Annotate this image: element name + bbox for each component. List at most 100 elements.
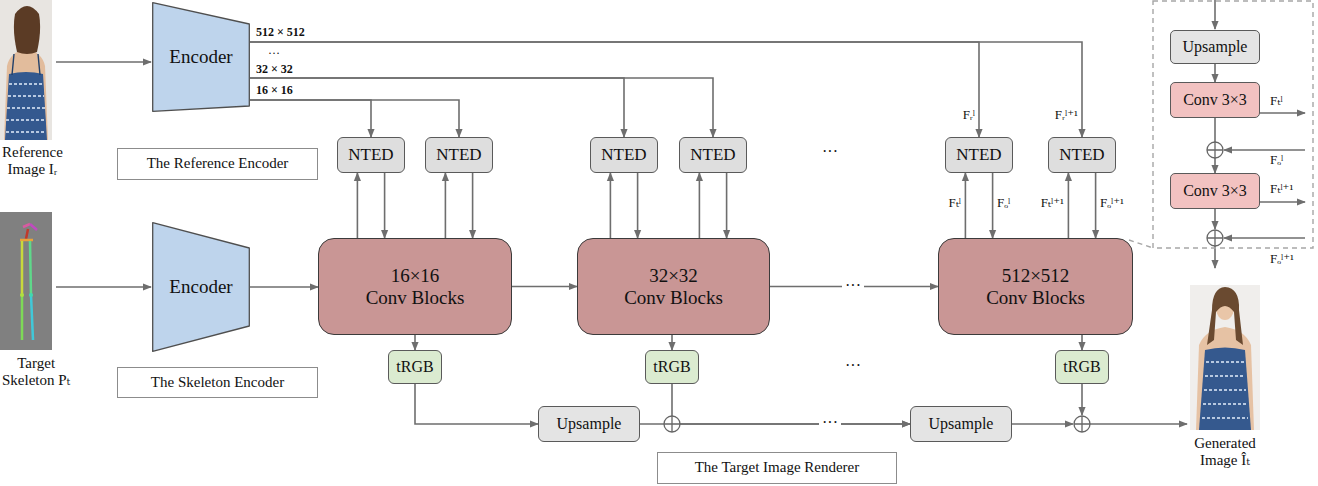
node-text: NTED — [1059, 145, 1104, 165]
connector-arrow — [250, 42, 1082, 137]
inset-output — [1214, 246, 1216, 268]
upsample-box: Upsample — [538, 406, 640, 442]
plus-circle — [664, 416, 680, 432]
conv-block: 32×32 Conv Blocks — [577, 238, 770, 335]
conv-block: 16×16 Conv Blocks — [318, 238, 512, 335]
connector-arrow — [250, 286, 318, 288]
conv-block: 512×512 Conv Blocks — [938, 238, 1133, 335]
skin — [4, 49, 48, 140]
plus-circle — [1207, 142, 1223, 158]
connector-arrow — [512, 286, 577, 288]
node-text: NTED — [348, 145, 393, 165]
connector-arrow — [965, 173, 967, 238]
joint — [20, 293, 24, 297]
node-text: 512×512 Conv Blocks — [986, 265, 1085, 309]
conv-layer-box: Conv 3×3 — [1170, 82, 1260, 118]
text-line: Conv Blocks — [366, 287, 465, 309]
ellipsis: … — [268, 44, 280, 58]
bone — [26, 229, 28, 239]
image-label: Target Skeleton Pₜ — [2, 355, 70, 390]
resolution-label: 32 × 32 — [256, 63, 293, 77]
feature-label: Fᵣˡ⁺¹ — [1055, 108, 1078, 123]
connector-arrow — [699, 173, 701, 238]
node-text: Upsample — [557, 415, 622, 433]
feature-label: Fᵣˡ — [963, 108, 975, 123]
section-caption-box: The Target Image Renderer — [657, 452, 897, 484]
connector-arrow — [250, 42, 979, 137]
input-arrow — [56, 61, 151, 63]
section-caption-box: The Reference Encoder — [117, 148, 318, 180]
feature-label: Fₜˡ — [1270, 94, 1283, 109]
image-label: Reference Image Iᵣ — [2, 144, 63, 179]
ellipsis: ··· — [845, 357, 861, 375]
inset-input — [1214, 0, 1216, 29]
feature-label: Fₒˡ⁺¹ — [1270, 252, 1294, 267]
connector-arrow — [637, 173, 639, 238]
bone — [21, 241, 24, 295]
feature-out — [1260, 112, 1305, 114]
feature-label: Fₒˡ — [997, 196, 1010, 211]
text-line: Skeleton Pₜ — [2, 372, 70, 389]
upsample-box: Upsample — [910, 406, 1012, 442]
text-line: Target — [2, 355, 70, 372]
text-line: 16×16 — [366, 265, 465, 287]
text-line: Image Iᵣ — [2, 161, 63, 178]
connector-arrow — [671, 335, 673, 350]
text-line: Generated — [1194, 435, 1256, 452]
connector-arrow — [1081, 335, 1083, 350]
inset-frame — [1153, 1, 1313, 248]
node-text: NTED — [690, 145, 735, 165]
connector-arrow — [1214, 64, 1216, 82]
upsample-box: Upsample — [1170, 30, 1260, 64]
connector-arrow — [250, 78, 713, 137]
node-text: Encoder — [169, 276, 232, 298]
connector-arrow — [672, 384, 910, 424]
static-wires — [56, 0, 1313, 424]
resolution-label: 16 × 16 — [256, 84, 293, 98]
resolution-label: 512 × 512 — [256, 26, 305, 40]
node-text: The Skeleton Encoder — [151, 374, 284, 391]
output-arrow — [1090, 423, 1187, 425]
connector-arrow — [415, 384, 538, 424]
image-label: Generated Image Îₜ — [1194, 435, 1256, 470]
nted-box: NTED — [1048, 137, 1116, 173]
bone — [20, 239, 33, 242]
connector-arrow — [250, 78, 624, 137]
trgb-box: tRGB — [388, 350, 442, 384]
node-text: NTED — [436, 145, 481, 165]
trapezoid-shape — [153, 3, 250, 112]
connector-arrow — [1068, 173, 1070, 238]
inset-wire — [1214, 209, 1216, 229]
node-text: Upsample — [1183, 38, 1248, 56]
nted-box: NTED — [425, 137, 493, 173]
joint — [29, 293, 33, 297]
bone — [21, 295, 24, 340]
node-text: Encoder — [169, 46, 232, 68]
bone — [23, 224, 30, 227]
text-line: Conv Blocks — [986, 287, 1085, 309]
edge-group — [250, 42, 1215, 424]
blue-top — [5, 72, 47, 140]
ellipsis: ··· — [822, 143, 838, 161]
trapezoid-shape — [153, 223, 250, 352]
connector-arrow — [1095, 173, 1097, 238]
photo-background — [0, 0, 52, 140]
skeleton-image — [0, 212, 52, 350]
encoder-trapezoid: Encoder — [152, 2, 250, 112]
connector-arrow — [250, 100, 459, 137]
blue-top — [1199, 348, 1251, 431]
feature-label: Fₒˡ⁺¹ — [1100, 196, 1124, 211]
node-text: tRGB — [653, 358, 690, 376]
text-line: 512×512 — [986, 265, 1085, 287]
straps — [12, 54, 40, 75]
connector-arrow — [414, 335, 416, 350]
text-line: 32×32 — [624, 265, 723, 287]
trgb-box: tRGB — [1055, 350, 1109, 384]
connector-arrow — [357, 173, 359, 238]
node-text: The Reference Encoder — [147, 155, 289, 172]
connector-arrow — [726, 173, 728, 238]
nted-box: NTED — [679, 137, 747, 173]
skeleton-background — [0, 212, 52, 350]
node-text: Conv 3×3 — [1183, 182, 1247, 200]
